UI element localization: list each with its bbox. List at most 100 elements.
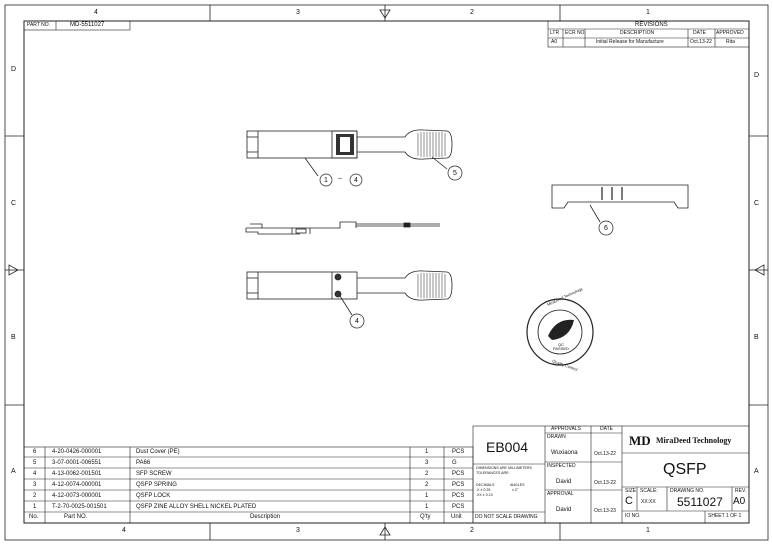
module-bottom-view xyxy=(246,270,453,316)
bom-cell-qty: 1 xyxy=(425,504,429,510)
size-value: C xyxy=(625,495,633,507)
drawn-label: DRAWN xyxy=(547,434,566,440)
rev-header-ecr: ECR NO. xyxy=(565,30,586,36)
approval-label: APPROVAL xyxy=(547,491,574,497)
approval-name: David xyxy=(556,507,572,513)
inspected-label: INSPECTED xyxy=(547,463,576,469)
tol-angles: ANGLES xyxy=(510,483,525,487)
bom-cell-description: SFP SCREW xyxy=(136,471,172,477)
rev-header-date: DATE xyxy=(693,30,706,36)
revisions-title: REVISIONS xyxy=(635,22,668,28)
zone-left-c: C xyxy=(11,200,17,207)
sheet-label: SHEET 1 OF 1 xyxy=(708,513,742,519)
do-not-scale: DO NOT SCALE DRAWING xyxy=(475,514,538,520)
drawing-no-label: DRAWING NO. xyxy=(670,488,705,494)
rev-label: REV. xyxy=(735,488,747,494)
bom-cell-qty: 2 xyxy=(425,482,429,488)
module-top-view xyxy=(246,129,453,177)
scale-label: SCALE: xyxy=(640,488,658,494)
size-label: SIZE xyxy=(625,488,637,494)
drawing-title: QSFP xyxy=(663,461,707,478)
bom-header-qty: Q'ty xyxy=(420,514,431,520)
drawn-name: Wuxiaona xyxy=(551,450,578,456)
bom-cell-qty: 3 xyxy=(425,460,429,466)
callout-1: 1 xyxy=(324,177,328,184)
bom-cell-part-no: 4-20-0426-000001 xyxy=(52,449,102,455)
approvals-date-label: DATE xyxy=(600,426,613,432)
zone-left-d: D xyxy=(11,66,17,73)
zone-bottom-4: 4 xyxy=(122,527,126,534)
qc-seal: MiraDeed Technology Quality Control xyxy=(526,286,594,372)
inspected-name: David xyxy=(556,479,572,485)
bom-header-no: No. xyxy=(29,514,39,520)
bom-cell-description: PA66 xyxy=(136,460,151,466)
part-no-label: PART NO. xyxy=(27,22,51,28)
bom-cell-part-no: T-2-70-0025-001501 xyxy=(52,504,107,510)
bom-cell-part-no: 4-13-0062-001501 xyxy=(52,471,102,477)
rev-row-description: Initial Release for Manufacture xyxy=(596,39,664,45)
bom-cell-no: 5 xyxy=(33,460,37,466)
zone-bottom-3: 3 xyxy=(296,527,300,534)
bom-cell-part-no: 4-12-0073-000001 xyxy=(52,493,102,499)
callout-4: 4 xyxy=(354,177,358,184)
zone-right-c: C xyxy=(754,200,760,207)
tol-x: .X ± 0.25 xyxy=(476,488,491,492)
bom-cell-unit: PCS xyxy=(452,449,465,455)
zone-left-a: A xyxy=(11,468,16,475)
company-name: MiraDeed Technology xyxy=(656,436,732,445)
zone-top-3: 3 xyxy=(296,9,300,16)
bom-cell-qty: 1 xyxy=(425,493,429,499)
drawing-no-value: 5511027 xyxy=(677,495,723,509)
bom-cell-no: 6 xyxy=(33,449,37,455)
dust-cover-view xyxy=(551,184,689,223)
bom-cell-unit: PCS xyxy=(452,471,465,477)
bom-cell-description: Dust Cover (PE) xyxy=(136,449,180,455)
zone-right-d: D xyxy=(754,72,760,79)
bom-header-description: Description xyxy=(250,514,281,520)
approvals-label: APPROVALS xyxy=(551,426,581,432)
project-code: EB004 xyxy=(486,439,529,455)
rev-header-approved: APPROVED xyxy=(716,30,744,36)
zone-top-4: 4 xyxy=(94,9,98,16)
callout-4-bottom: 4 xyxy=(355,318,359,325)
approval-date: Oct.13-23 xyxy=(594,508,616,514)
zone-bottom-1: 1 xyxy=(646,527,650,534)
seal-center-text: QC PASSED xyxy=(553,342,569,351)
bom-cell-no: 1 xyxy=(33,504,37,510)
callout-6: 6 xyxy=(604,225,608,232)
bom-cell-unit: G xyxy=(452,460,457,466)
dims-note-2: TOLERANCES ARE: xyxy=(476,471,510,475)
zone-bottom-2: 2 xyxy=(470,527,474,534)
zone-top-2: 2 xyxy=(470,9,474,16)
company-logo: MD xyxy=(629,433,651,448)
bom-cell-qty: 1 xyxy=(425,449,429,455)
bom-cell-no: 3 xyxy=(33,482,37,488)
bom-cell-description: QSFP ZINE ALLOY SHELL NICKEL PLATED xyxy=(136,504,257,510)
zone-top-1: 1 xyxy=(646,9,650,16)
bom-cell-unit: PCS xyxy=(452,504,465,510)
bom-cell-part-no: 4-12-0074-000001 xyxy=(52,482,102,488)
inspected-date: Oct.13-22 xyxy=(594,480,616,486)
part-no-value: MD-5511027 xyxy=(70,22,105,28)
bom-cell-part-no: 3-07-0001-006551 xyxy=(52,460,102,466)
bom-cell-description: QSFP SPRING xyxy=(136,482,177,488)
io-label: IO NO. xyxy=(625,513,641,519)
bom-cell-no: 2 xyxy=(33,493,37,499)
dims-note-1: DIMENSIONS ARE MILLIMETERS xyxy=(476,466,532,470)
rev-header-ltr: LTR xyxy=(550,30,560,36)
rev-header-description: DESCRIPTION xyxy=(620,30,655,36)
zone-right-b: B xyxy=(754,334,759,341)
zone-left-b: B xyxy=(11,334,16,341)
tol-xx: .XX ± 0.10 xyxy=(476,493,493,497)
bom-header-part-no: Part NO. xyxy=(64,514,88,520)
bom-cell-description: QSFP LOCK xyxy=(136,493,171,499)
module-side-view xyxy=(245,221,440,235)
rev-row-approved: Rita xyxy=(726,39,735,45)
rev-row-date: Oct.13-22 xyxy=(690,39,712,45)
tol-decimals: DECIMALS xyxy=(476,483,495,487)
drawn-date: Oct.13-22 xyxy=(594,451,616,457)
tol-angle-value: ± 2° xyxy=(512,488,519,492)
bom-header-unit: Unit xyxy=(451,514,462,520)
bom-cell-unit: PCS xyxy=(452,493,465,499)
bom-cell-unit: PCS xyxy=(452,482,465,488)
